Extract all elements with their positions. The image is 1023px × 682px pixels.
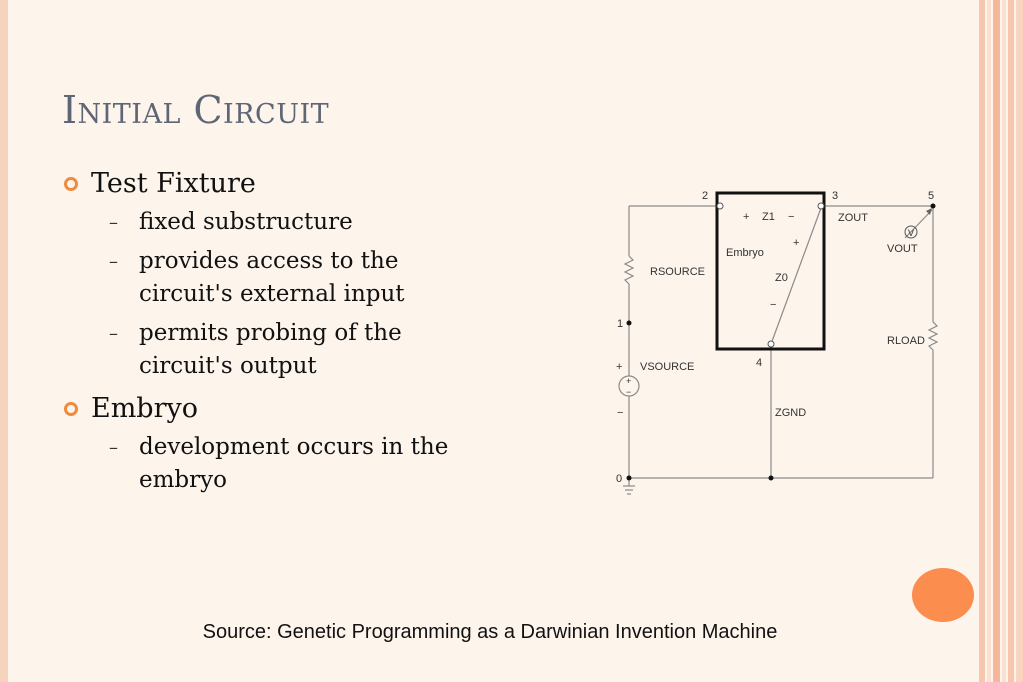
rsource-label: RSOURCE [650,266,705,278]
vsource-minus-sign: − [617,407,623,419]
bullet-text: Embryo [91,393,199,424]
rload-label: RLOAD [887,335,925,347]
right-decorative-stripes [979,0,1023,682]
vout-label: VOUT [887,243,918,255]
sub-bullet-item: – fixed substructure [64,206,459,239]
node-label: 4 [756,357,762,369]
sub-bullet-item: – provides access to the circuit's exter… [64,245,459,311]
dash-marker-icon: – [109,212,118,233]
bullet-item: Test Fixture [64,166,504,202]
vout-probe-line [904,209,933,239]
vout-meter-letter: V [908,228,914,238]
terminal-2 [716,202,724,210]
node-dot-0 [626,475,632,481]
vout-meter-symbol [904,225,918,239]
sub-bullet-text: development occurs in the embryo [139,434,449,493]
rsource-resistor [623,255,635,285]
vsource-inner-plus: + [626,376,631,386]
z0-label: Z0 [775,272,788,284]
zout-label: ZOUT [838,212,868,224]
node-label: 1 [617,318,623,330]
vsource-label: VSOURCE [640,361,694,373]
dash-marker-icon: – [109,323,118,344]
node-label: 0 [616,473,622,485]
z0-plus-sign: + [793,237,799,249]
sub-bullet-item: – development occurs in the embryo [64,431,459,497]
sub-bullet-text: fixed substructure [139,209,353,235]
dash-marker-icon: – [109,437,118,458]
bullet-marker-icon [64,177,78,191]
z0-minus-sign: − [770,299,776,311]
bullet-marker-icon [64,402,78,416]
z0-element [770,207,822,345]
left-edge-stripe [0,0,8,682]
sub-bullet-text: permits probing of the circuit's output [139,320,402,379]
node-label: 5 [928,190,934,202]
zgnd-label: ZGND [775,407,806,419]
z1-plus-sign: + [743,211,749,223]
embryo-box [715,191,826,351]
bullet-text: Test Fixture [91,168,256,199]
node-dot-1 [626,320,632,326]
z1-minus-sign: − [788,211,794,223]
z1-label: Z1 [762,211,775,223]
sub-bullet-item: – permits probing of the circuit's outpu… [64,317,459,383]
node-label: 2 [702,190,708,202]
node-dot-5 [930,203,936,209]
rload-resistor [927,321,939,351]
circuit-schematic: 2 3 5 1 4 0 RSOURCE VSOURCE Embryo Z1 Z0… [616,190,939,495]
vsource-plus-sign: + [616,361,622,373]
slide-title: Initial Circuit [62,88,330,132]
dash-marker-icon: – [109,251,118,272]
terminal-4 [767,340,775,348]
source-citation: Source: Genetic Programming as a Darwini… [202,621,778,643]
decorative-circle [912,568,974,622]
node-label: 3 [832,190,838,202]
sub-bullet-text: provides access to the circuit's externa… [139,248,405,307]
bullet-item: Embryo [64,391,504,427]
bullet-list: Test Fixture – fixed substructure – prov… [64,166,504,503]
node-dot-zgnd [768,475,774,481]
embryo-label: Embryo [726,247,764,259]
terminal-3 [817,202,825,210]
vsource-inner-minus: − [626,387,631,397]
vout-probe-arrow [926,208,932,215]
